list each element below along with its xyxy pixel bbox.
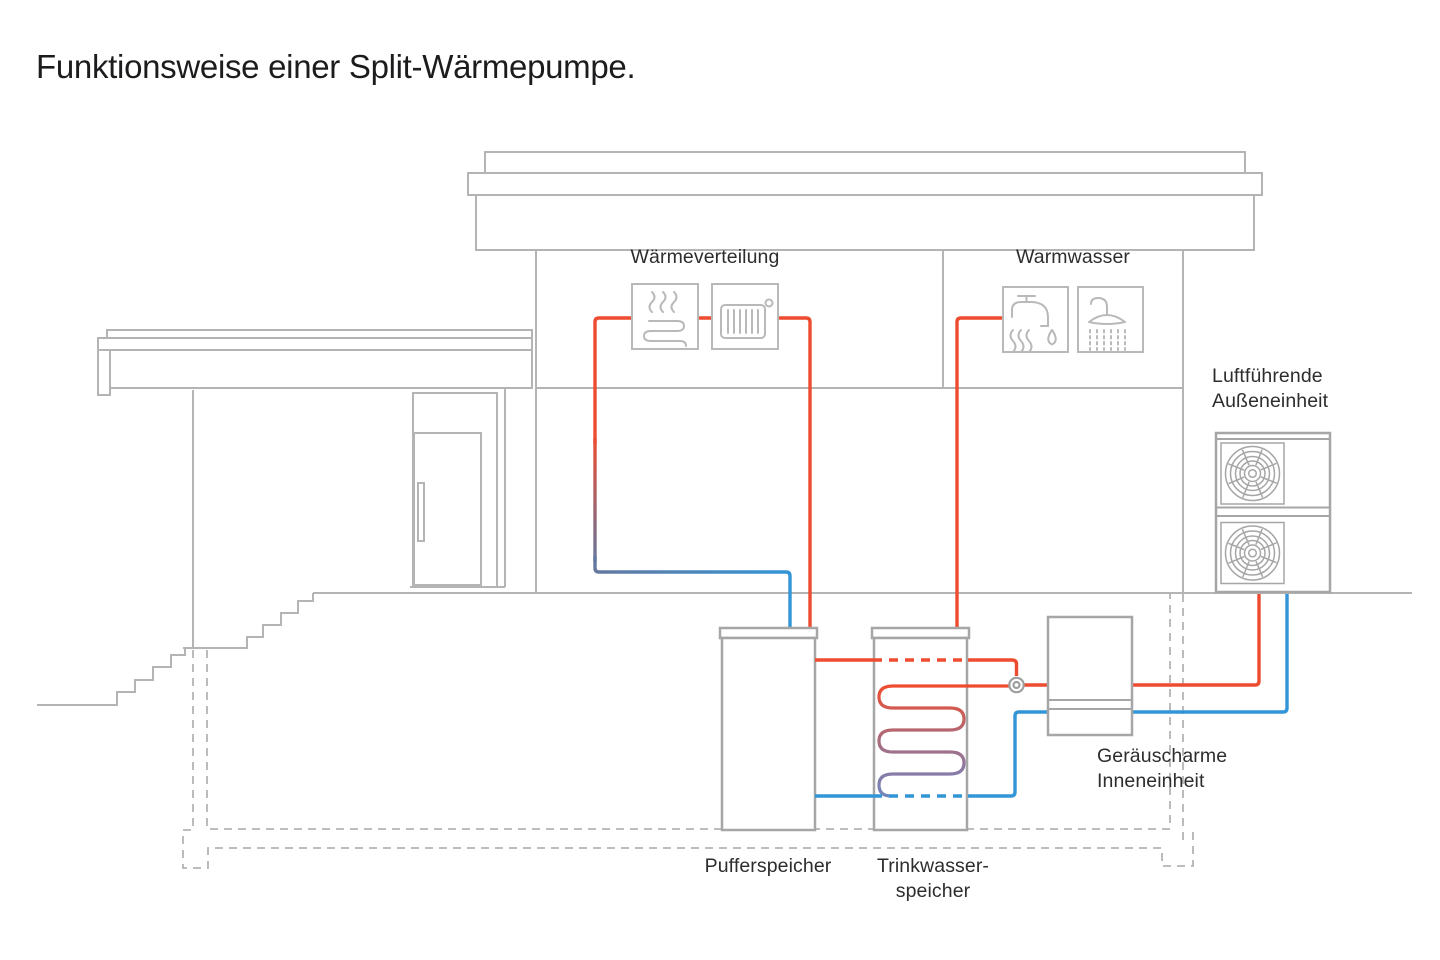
label-dhw-tank: Trinkwasser- speicher [876,855,990,902]
hot-supply-pipe [815,594,1261,687]
entry-canopy [97,329,533,647]
outdoor-unit [1214,431,1332,594]
roof [467,151,1263,251]
dhw-tank [870,626,971,832]
label-heat-distribution: Wärmeverteilung [630,246,780,268]
label-outdoor-unit: Luftführende Außeneinheit [1212,365,1329,412]
page-title: Funktionsweise einer Split-Wärmepumpe. [36,48,636,85]
cold-return-pipe [815,594,1289,798]
label-indoor-unit: Geräuscharme Inneneinheit [1097,745,1228,792]
radiator-icon [711,283,779,350]
shower-icon [1077,286,1144,353]
hot-tap-icon [1002,286,1069,353]
label-buffer-tank: Pufferspeicher [704,855,832,877]
heating-circuit-pipes [593,316,812,640]
valve-icon [1008,676,1025,694]
stairs [37,593,314,706]
underground-duct [182,594,1194,869]
heating-coil [877,684,1009,798]
indoor-unit [1046,615,1134,737]
buffer-tank [718,626,819,832]
underfloor-heating-icon [631,283,699,350]
label-hot-water: Warmwasser [1015,246,1131,268]
front-door [412,392,498,588]
dhw-riser-pipe [955,316,1004,640]
